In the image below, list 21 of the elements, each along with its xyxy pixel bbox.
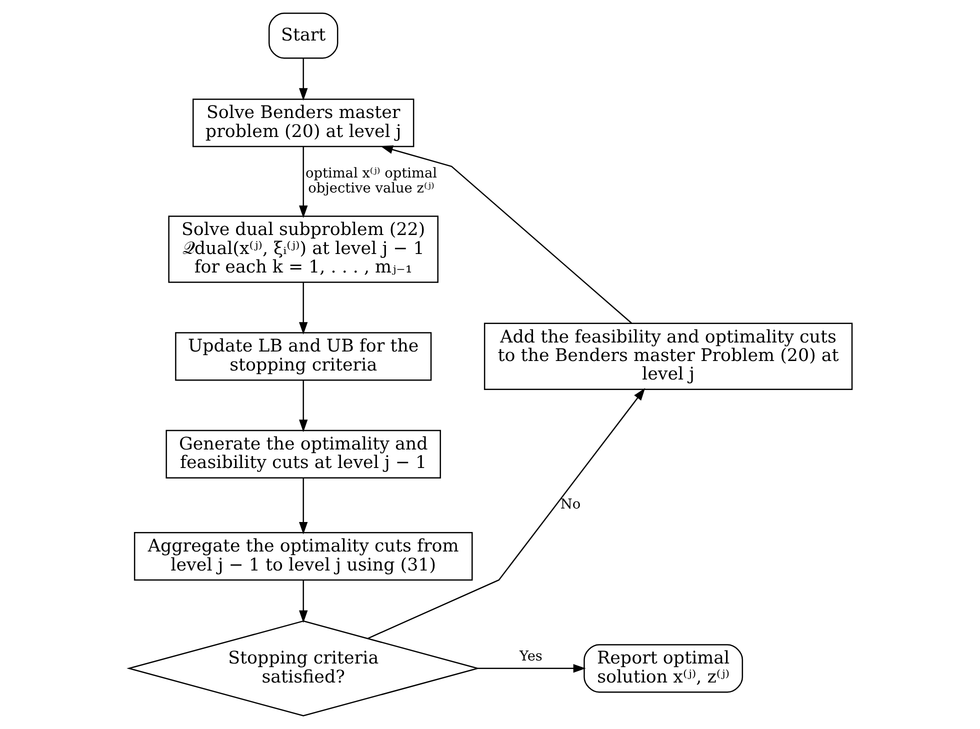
node-box: Aggregate the optimality cuts from level j − 1 to level j using (31): [133, 532, 472, 581]
node-box: Solve dual subproblem (22) 𝒬dual(x⁽ʲ⁾, ξᵢ⁽ʲ⁾) at level j − 1 for each k = 1, . . . , mⱼ₋₁: [168, 216, 438, 283]
node-box: Report optimal solution x⁽ʲ⁾, z⁽ʲ⁾: [583, 644, 743, 693]
edge-label: Yes: [518, 648, 542, 665]
arrow: [298, 580, 308, 623]
edge-label: No: [560, 496, 580, 513]
node-box: Solve Benders master problem (20) at level j: [192, 98, 414, 148]
node-box: Generate the optimality and feasibility cuts at level j − 1: [165, 430, 440, 478]
edge-label: optimal x⁽ʲ⁾ optimal objective value z⁽ʲ⁾: [304, 165, 437, 196]
arrow: [298, 58, 308, 101]
arrow: [298, 282, 308, 335]
arrow: [367, 388, 645, 639]
arrow: [380, 145, 632, 324]
node-box: Update LB and UB for the stopping criteria: [174, 332, 432, 381]
arrow: [298, 146, 308, 218]
node-diamond: Stopping criteria satisfied?: [126, 620, 480, 716]
node-box: Add the feasibility and optimality cuts to the Benders master Problem (20) at level j: [483, 322, 852, 390]
arrow: [298, 380, 308, 432]
node-box: Start: [268, 12, 338, 59]
arrow: [478, 664, 586, 673]
arrow: [298, 478, 308, 534]
